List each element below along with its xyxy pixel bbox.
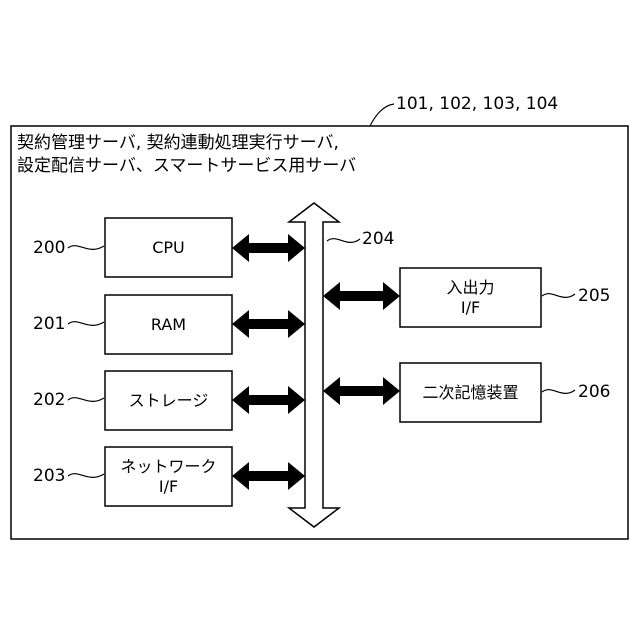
storage-block: ストレージ — [105, 371, 232, 430]
storage-connector-arrow — [232, 386, 305, 414]
ram-block: RAM — [105, 295, 232, 354]
ram-connector-arrow — [232, 310, 305, 338]
leader-203 — [68, 474, 104, 478]
secondary-storage-block: 二次記憶装置 — [400, 363, 541, 422]
leader-204 — [327, 239, 360, 243]
title-line-1: 契約管理サーバ, 契約連動処理実行サーバ, — [17, 135, 339, 152]
ref-203: 203 — [33, 468, 65, 485]
network-label-line-2: I/F — [159, 477, 178, 496]
network-if-block: ネットワーク I/F — [105, 447, 232, 506]
cpu-block: CPU — [105, 218, 232, 277]
storage-label: ストレージ — [129, 391, 209, 410]
header-ref: 101, 102, 103, 104 — [396, 96, 558, 113]
ref-204: 204 — [362, 231, 394, 248]
io-connector-arrow — [323, 282, 400, 310]
title-line-2: 設定配信サーバ、スマートサービス用サーバ — [17, 158, 356, 175]
cpu-label: CPU — [152, 238, 185, 257]
ref-202: 202 — [33, 392, 65, 409]
ref-201: 201 — [33, 316, 65, 333]
ref-206: 206 — [578, 384, 610, 401]
io-if-block: 入出力 I/F — [400, 268, 541, 327]
network-connector-arrow — [232, 462, 305, 490]
header-leader — [370, 104, 394, 126]
leader-201 — [68, 322, 104, 326]
io-label-line-1: 入出力 — [446, 278, 494, 297]
secondary-storage-label: 二次記憶装置 — [422, 383, 518, 402]
ref-205: 205 — [578, 288, 610, 305]
cpu-connector-arrow — [232, 234, 305, 262]
leader-200 — [68, 246, 104, 250]
network-label-line-1: ネットワーク — [120, 457, 216, 476]
ram-label: RAM — [151, 315, 186, 334]
ref-200: 200 — [33, 240, 65, 257]
leader-206 — [542, 390, 575, 394]
secondary-storage-connector-arrow — [323, 377, 400, 405]
io-label-line-2: I/F — [461, 298, 480, 317]
leader-202 — [68, 398, 104, 402]
leader-205 — [542, 294, 575, 298]
